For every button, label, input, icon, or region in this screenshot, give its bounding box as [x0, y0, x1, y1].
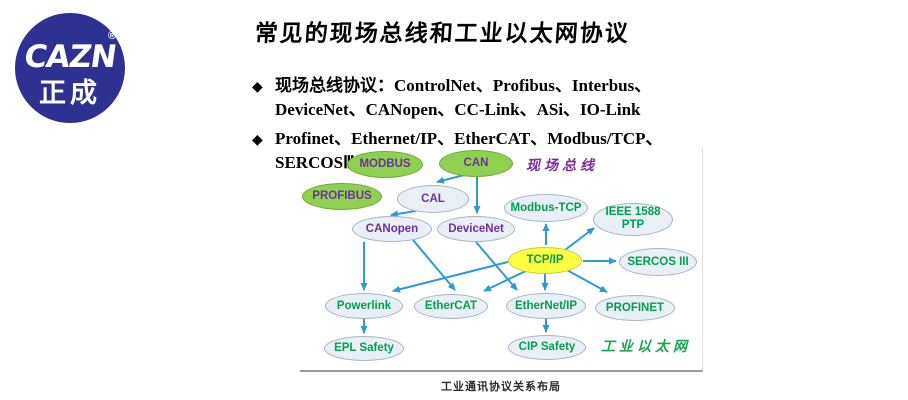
node-modbus: MODBUS: [347, 150, 423, 178]
ethernet-region-label: 工业以太网: [601, 338, 691, 354]
diamond-bullet-icon: ◆: [252, 132, 263, 148]
node-profibus: PROFIBUS: [302, 182, 382, 210]
page-title: 常见的现场总线和工业以太网协议: [253, 21, 631, 46]
diagram-edges: [360, 173, 617, 334]
edge-tcpip-to-powerlink: [392, 261, 509, 293]
edge-devicenet-to-ethernetip: [475, 241, 518, 291]
node-cip-safety: CIP Safety: [508, 334, 586, 360]
edge-tcpip-to-ieee1588: [564, 227, 595, 251]
node-devicenet: DeviceNet: [437, 216, 515, 242]
node-modbus-tcp: Modbus-TCP: [504, 194, 588, 222]
node-profinet: PROFINET: [595, 295, 675, 321]
node-sercos: SERCOS III: [619, 248, 697, 276]
bullet-item-fieldbus: ◆ 现场总线协议：ControlNet、Profibus、Interbus、Dev…: [252, 74, 740, 122]
edge-tcpip-to-profinet: [564, 268, 608, 293]
cazn-logo: CAZN ® 正成: [15, 13, 125, 123]
node-epl-safety: EPL Safety: [324, 335, 404, 361]
logo-brand-text: CAZN: [21, 39, 119, 75]
node-ethercat: EtherCAT: [414, 293, 488, 319]
edge-canopen-to-ethercat: [412, 239, 456, 291]
node-tcpip: TCP/IP: [508, 246, 582, 274]
logo-brand-chinese: 正成: [39, 78, 101, 108]
fieldbus-region-label: 现场总线: [526, 157, 598, 173]
registered-trademark-icon: ®: [107, 30, 116, 42]
node-ethernetip: EtherNet/IP: [506, 293, 586, 319]
diamond-bullet-icon: ◆: [252, 79, 263, 95]
node-powerlink: Powerlink: [325, 293, 403, 319]
node-cal: CAL: [397, 185, 469, 213]
diagram-caption: 工业通讯协议关系布局: [441, 381, 561, 393]
edge-cal-to-canopen: [390, 210, 417, 218]
bullet-text: 现场总线协议：ControlNet、Profibus、Interbus、Devi…: [275, 76, 652, 119]
edge-tcpip-to-ethercat: [483, 269, 529, 292]
bullet-item-ethernet: ◆ Profinet、Ethernet/IP、EtherCAT、Modbus/TC…: [252, 127, 740, 175]
bullet-text: Profinet、Ethernet/IP、EtherCAT、Modbus/TCP…: [275, 129, 663, 172]
node-canopen: CANopen: [352, 216, 432, 242]
bullet-list: ◆ 现场总线协议：ControlNet、Profibus、Interbus、Dev…: [252, 74, 740, 180]
node-can: CAN: [439, 149, 513, 177]
